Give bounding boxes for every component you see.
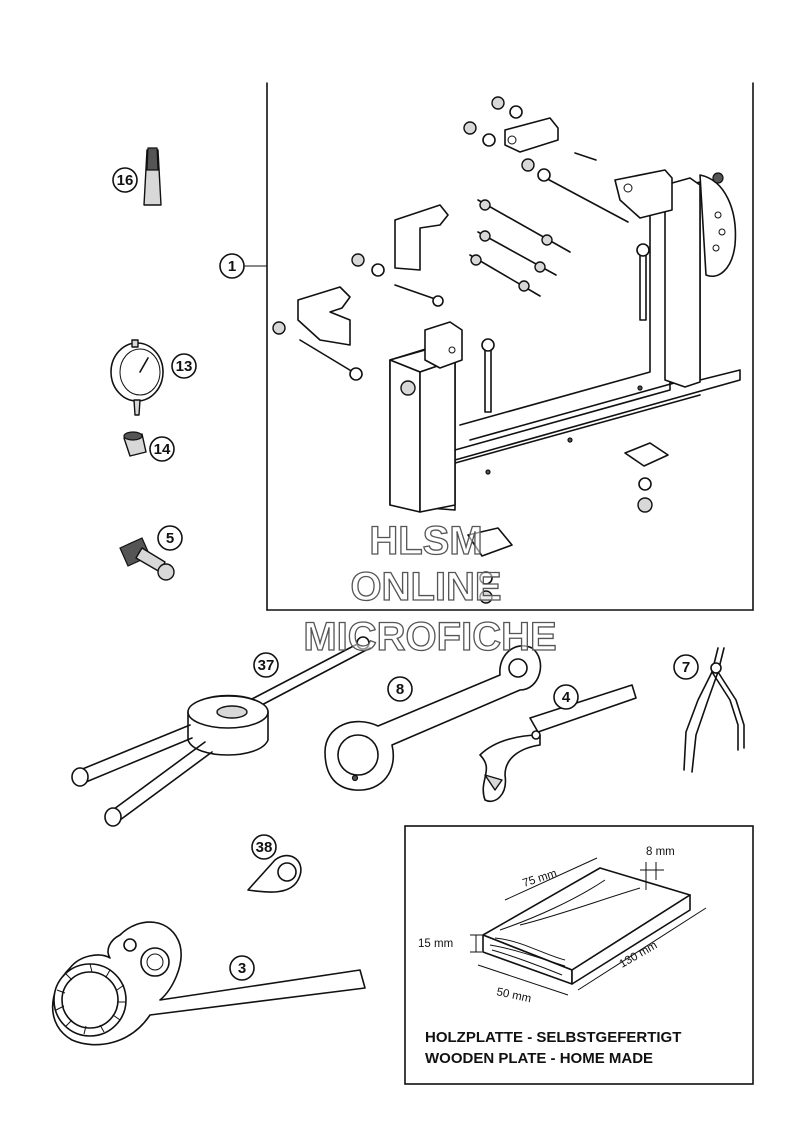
tool-3-drawing bbox=[51, 921, 366, 1046]
tool-38-drawing bbox=[247, 854, 302, 893]
callout-13-label: 13 bbox=[176, 358, 193, 375]
wooden-plate-box bbox=[404, 825, 754, 1085]
callout-3-label: 3 bbox=[238, 960, 246, 977]
watermark-line-1: HLSM bbox=[369, 519, 482, 563]
watermark-line-3: MICROFICHE bbox=[303, 615, 556, 659]
dimension-15mm: 15 mm bbox=[418, 938, 453, 950]
watermark-line-2: ONLINE bbox=[350, 565, 501, 609]
tool-8-drawing bbox=[324, 645, 542, 791]
tool-16-drawing bbox=[143, 147, 162, 206]
callout-3: 3 bbox=[229, 955, 255, 981]
callout-14-label: 14 bbox=[154, 441, 171, 458]
wooden-plate-drawing bbox=[470, 857, 707, 996]
dimension-75mm: 75 mm bbox=[521, 868, 558, 890]
tool-4-drawing bbox=[479, 684, 637, 802]
callout-16: 16 bbox=[112, 167, 138, 193]
note-line-english: WOODEN PLATE - HOME MADE bbox=[425, 1050, 653, 1067]
dimension-50mm: 50 mm bbox=[495, 986, 532, 1005]
callout-14: 14 bbox=[149, 436, 175, 462]
callout-1-label: 1 bbox=[228, 258, 236, 275]
callout-4: 4 bbox=[553, 684, 579, 710]
tool-13-drawing bbox=[110, 339, 164, 416]
note-line-german: HOLZPLATTE - SELBSTGEFERTIGT bbox=[425, 1029, 681, 1046]
engine-stand-drawing bbox=[272, 96, 741, 604]
tool-5-drawing bbox=[119, 537, 175, 581]
callout-38: 38 bbox=[251, 834, 277, 860]
callout-5: 5 bbox=[157, 525, 183, 551]
dimension-8mm: 8 mm bbox=[646, 846, 675, 858]
callout-13: 13 bbox=[171, 353, 197, 379]
callout-38-label: 38 bbox=[256, 839, 273, 856]
engine-stand-frame bbox=[266, 82, 754, 611]
callout-4-label: 4 bbox=[562, 689, 571, 706]
callout-37-label: 37 bbox=[258, 657, 275, 674]
callout-7: 7 bbox=[673, 654, 699, 680]
callout-5-label: 5 bbox=[166, 530, 174, 547]
callout-37: 37 bbox=[253, 652, 279, 678]
tool-14-drawing bbox=[123, 431, 147, 457]
callout-8-label: 8 bbox=[396, 681, 404, 698]
callout-16-label: 16 bbox=[117, 172, 134, 189]
callout-1: 1 bbox=[219, 253, 267, 279]
callout-7-label: 7 bbox=[682, 659, 690, 676]
tool-37-drawing bbox=[71, 636, 371, 827]
tool-7-drawing bbox=[683, 647, 745, 773]
callout-8: 8 bbox=[387, 676, 413, 702]
